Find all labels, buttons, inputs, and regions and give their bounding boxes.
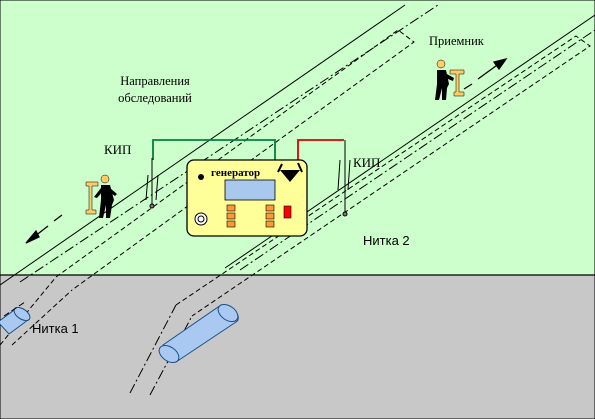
soil-section bbox=[0, 274, 595, 419]
direction-arrows bbox=[25, 57, 508, 244]
generator-knob-top bbox=[198, 174, 204, 180]
generator-label: генератор bbox=[211, 167, 260, 179]
receiver-label: Приемник bbox=[429, 34, 485, 48]
generator-dial bbox=[194, 212, 208, 226]
generator-buttons bbox=[226, 204, 292, 228]
operator-left-icon bbox=[85, 174, 117, 218]
kip-right-label: КИП bbox=[353, 155, 380, 170]
pipe-2-cylinder bbox=[158, 303, 239, 364]
kip-left-label: КИП bbox=[104, 142, 131, 157]
pipe-1-label: Нитка 1 bbox=[32, 321, 79, 336]
generator-screen bbox=[224, 179, 276, 201]
pipeline-1-projection bbox=[0, 4, 439, 291]
pipe-1-cylinder bbox=[0, 301, 31, 335]
kip-left-post bbox=[145, 158, 159, 209]
generator-connector bbox=[277, 162, 303, 182]
directions-label-line1: Направления bbox=[120, 74, 190, 88]
directions-label-line2: обследований bbox=[118, 91, 192, 105]
generator-device bbox=[186, 159, 308, 237]
pipe-2-label: Нитка 2 bbox=[363, 233, 410, 248]
connection-wires bbox=[152, 139, 344, 165]
kip-right-post bbox=[337, 140, 351, 217]
operator-right-icon bbox=[435, 59, 465, 100]
